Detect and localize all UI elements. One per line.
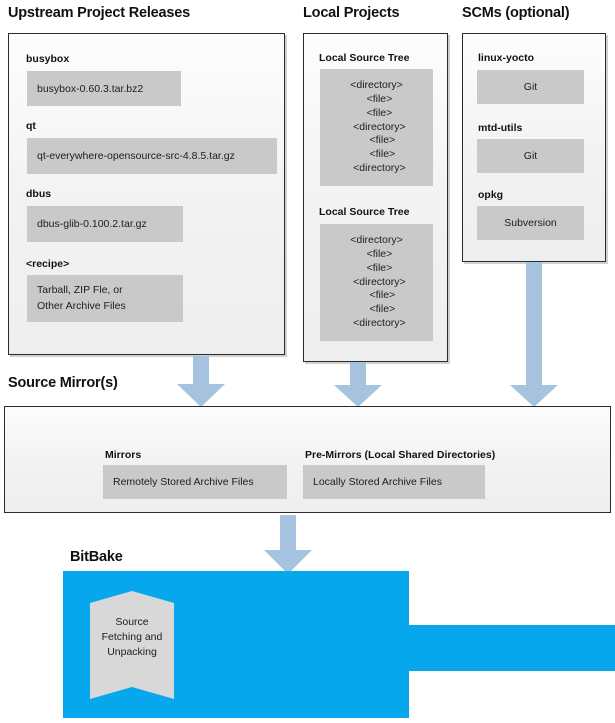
tree-line: <file>: [357, 148, 396, 161]
bitbake-shape: [63, 571, 615, 723]
recipe-value-line1: Tarball, ZIP Fle, or: [37, 284, 123, 297]
upstream-item-label-recipe: <recipe>: [26, 258, 70, 270]
pre-mirrors-label: Pre-Mirrors (Local Shared Directories): [305, 449, 496, 461]
tree-line: <directory>: [347, 275, 406, 288]
tree-line: <directory>: [350, 233, 403, 246]
arrow-upstream-to-mirrors: [175, 356, 227, 408]
arrow-mirrors-to-bitbake: [262, 515, 314, 575]
tree-line: <directory>: [347, 317, 406, 330]
local-projects-panel: Local Source Tree <directory> <file> <fi…: [303, 33, 448, 362]
scm-item-label-mtd-utils: mtd-utils: [478, 122, 523, 134]
scm-item-label-opkg: opkg: [478, 189, 504, 201]
upstream-item-label-busybox: busybox: [26, 53, 70, 65]
local-tree-label-2: Local Source Tree: [319, 206, 410, 218]
mirrors-label: Mirrors: [105, 449, 142, 461]
scm-item-value-mtd-utils: Git: [477, 139, 584, 173]
local-tree-box-1: <directory> <file> <file> <directory> <f…: [320, 69, 433, 186]
tree-line: <file>: [360, 106, 393, 119]
source-fetching-unpacking-text: Source Fetching and Unpacking: [90, 615, 174, 661]
tree-line: <directory>: [350, 78, 403, 91]
upstream-item-value-recipe: Tarball, ZIP Fle, or Other Archive Files: [27, 275, 183, 322]
tree-line: <file>: [357, 303, 396, 316]
tree-line: <file>: [360, 92, 393, 105]
recipe-value-line2: Other Archive Files: [37, 299, 126, 312]
upstream-item-value-dbus: dbus-glib-0.100.2.tar.gz: [27, 206, 183, 242]
arrow-local-projects-to-mirrors: [332, 362, 384, 408]
pre-mirrors-value: Locally Stored Archive Files: [303, 465, 485, 499]
local-tree-box-2: <directory> <file> <file> <directory> <f…: [320, 224, 433, 341]
scm-item-value-opkg: Subversion: [477, 206, 584, 240]
local-projects-section-title: Local Projects: [303, 5, 400, 21]
task-line-1: Source: [115, 616, 149, 628]
tree-line: <file>: [360, 247, 393, 260]
upstream-item-value-qt: qt-everywhere-opensource-src-4.8.5.tar.g…: [27, 138, 277, 174]
source-mirrors-panel: Mirrors Remotely Stored Archive Files Pr…: [4, 406, 611, 513]
source-mirrors-section-title: Source Mirror(s): [8, 375, 118, 391]
upstream-panel: busybox busybox-0.60.3.tar.bz2 qt qt-eve…: [8, 33, 285, 355]
tree-line: <file>: [357, 134, 396, 147]
task-line-3: Unpacking: [107, 646, 157, 659]
upstream-item-value-busybox: busybox-0.60.3.tar.bz2: [27, 71, 181, 106]
tree-line: <file>: [357, 289, 396, 302]
scms-section-title: SCMs (optional): [462, 5, 570, 21]
upstream-item-label-qt: qt: [26, 120, 36, 132]
scm-item-label-linux-yocto: linux-yocto: [478, 52, 535, 64]
upstream-item-label-dbus: dbus: [26, 188, 52, 200]
local-tree-label-1: Local Source Tree: [319, 52, 410, 64]
mirrors-value: Remotely Stored Archive Files: [103, 465, 287, 499]
tree-line: <file>: [360, 261, 393, 274]
source-fetching-unpacking-box: Source Fetching and Unpacking: [90, 591, 174, 704]
arrow-scms-to-mirrors: [508, 262, 560, 408]
tree-line: <directory>: [347, 120, 406, 133]
task-line-2: Fetching and: [101, 631, 163, 644]
tree-line: <directory>: [347, 162, 406, 175]
scm-item-value-linux-yocto: Git: [477, 70, 584, 104]
scms-panel: linux-yocto Git mtd-utils Git opkg Subve…: [462, 33, 606, 262]
upstream-section-title: Upstream Project Releases: [8, 5, 190, 21]
bitbake-section-title: BitBake: [70, 549, 123, 565]
